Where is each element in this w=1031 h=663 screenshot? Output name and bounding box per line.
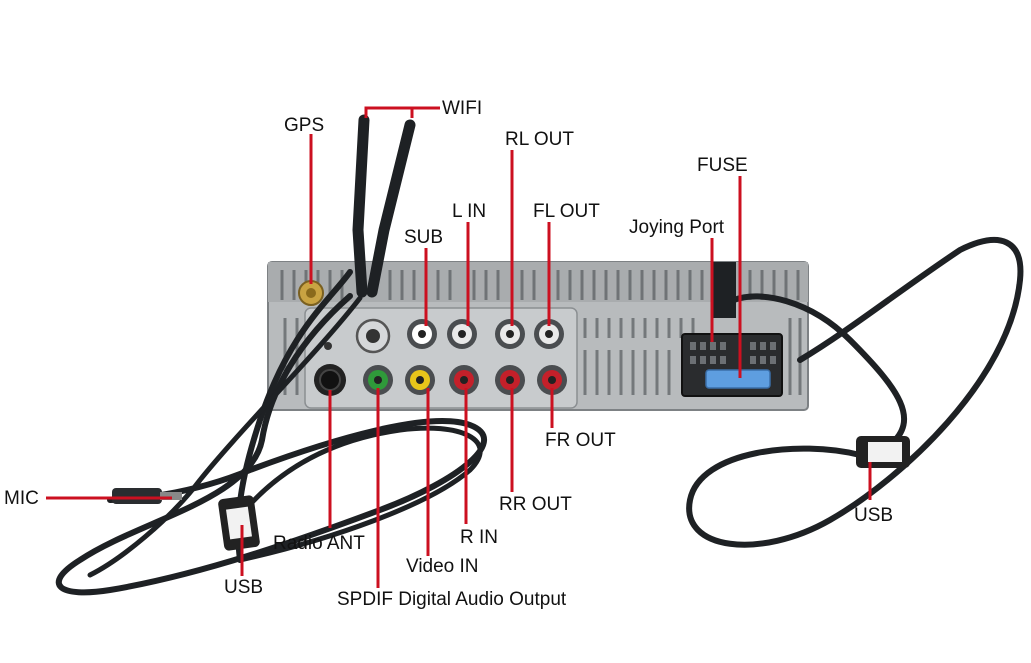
- label-radio-ant: Radio ANT: [273, 533, 365, 554]
- label-fl-out: FL OUT: [533, 201, 600, 222]
- cable-usb-right: [686, 237, 1024, 548]
- rca-spdif: [363, 365, 393, 395]
- rca-l-in: [447, 319, 477, 349]
- label-l-in: L IN: [452, 201, 487, 222]
- label-fuse: FUSE: [697, 155, 748, 176]
- rca-fl-out: [534, 319, 564, 349]
- mic-plug: [112, 488, 182, 504]
- label-spdif: SPDIF Digital Audio Output: [337, 589, 567, 610]
- cable-bundle-left: [55, 114, 487, 596]
- joying-port-cable-plug: [712, 262, 736, 318]
- label-fr-out: FR OUT: [545, 430, 616, 451]
- label-sub: SUB: [404, 227, 444, 248]
- rca-r-in: [449, 365, 479, 395]
- label-rl-out: RL OUT: [505, 129, 574, 150]
- label-usb-left: USB: [224, 577, 264, 598]
- fuse: [705, 369, 771, 389]
- din-socket: [355, 318, 391, 354]
- label-r-in: R IN: [460, 527, 498, 548]
- label-video-in: Video IN: [406, 556, 479, 577]
- gps-connector: [298, 280, 324, 306]
- leader-lines: [46, 106, 872, 588]
- usb-plug-left: [218, 495, 260, 551]
- usb-plug-right: [856, 436, 910, 468]
- leader-wifi-fork: [364, 106, 414, 118]
- rca-video-in: [405, 365, 435, 395]
- label-mic: MIC: [4, 488, 39, 509]
- mic-hole: [324, 342, 332, 350]
- label-gps: GPS: [284, 115, 325, 136]
- label-rr-out: RR OUT: [499, 494, 572, 515]
- label-joying-port: Joying Port: [629, 217, 725, 238]
- rca-sub: [407, 319, 437, 349]
- rca-fr-out: [537, 365, 567, 395]
- rca-rl-out: [495, 319, 525, 349]
- label-wifi: WIFI: [442, 98, 483, 119]
- rca-rr-out: [495, 365, 525, 395]
- label-usb-right: USB: [854, 505, 894, 526]
